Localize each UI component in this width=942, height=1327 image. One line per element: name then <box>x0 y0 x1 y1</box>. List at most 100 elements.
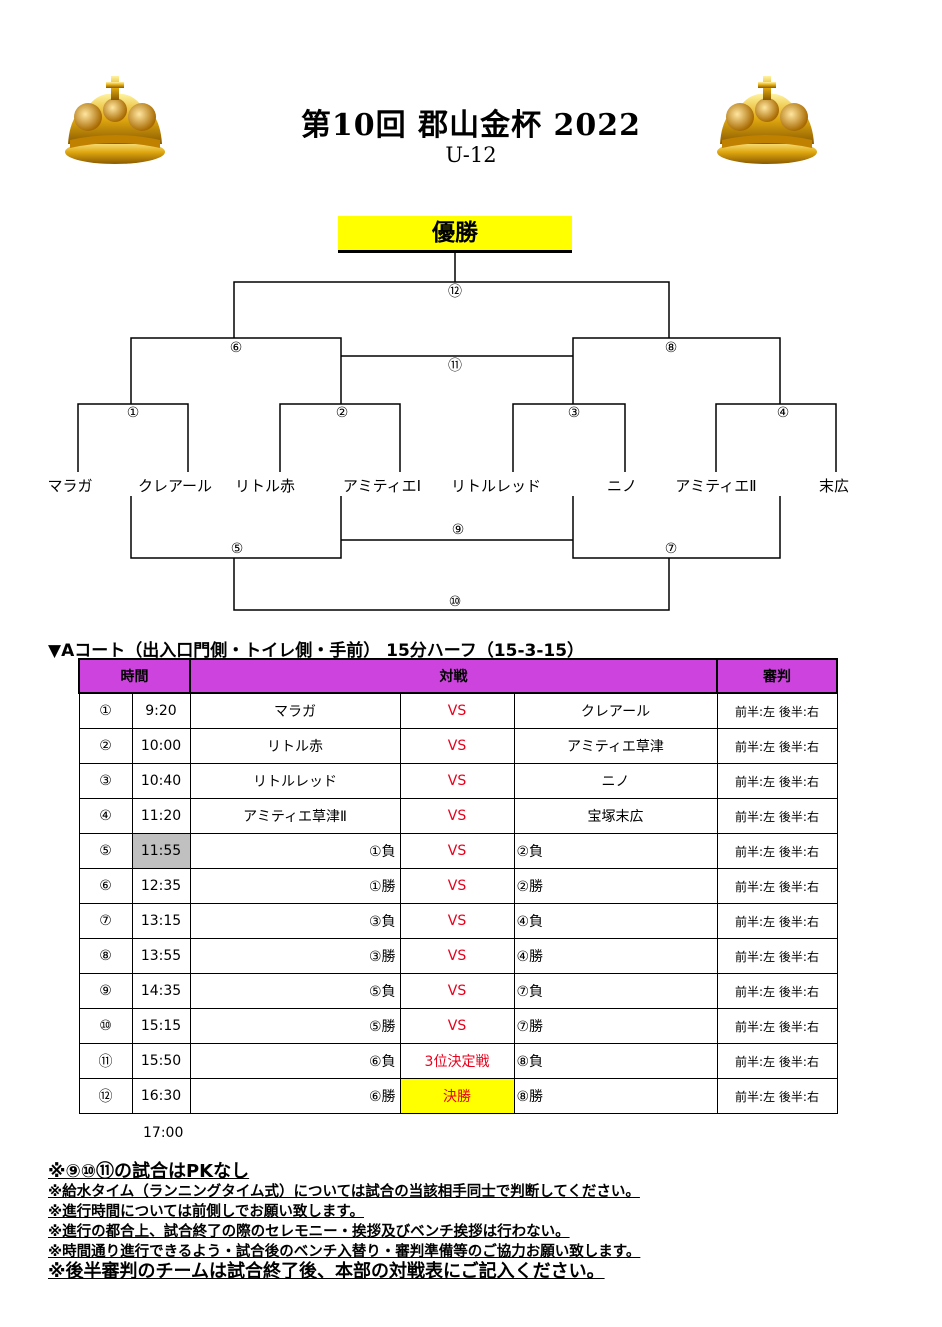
referee-cell: 前半:左 後半:右 <box>716 868 838 904</box>
match-no-cell: ⑥ <box>78 868 133 904</box>
note-line: ※進行時間については前側しでお願い致します。 <box>48 1204 364 1220</box>
match-no-cell: ⑨ <box>78 973 133 1009</box>
time-cell: 10:40 <box>131 763 191 799</box>
time-cell: 15:15 <box>131 1008 191 1044</box>
match-no-cell: ① <box>78 692 133 729</box>
vs-cell: VS <box>399 903 515 939</box>
home-team-cell: リトル赤 <box>189 728 401 764</box>
away-team-cell: ②勝 <box>513 868 718 904</box>
home-team-cell: ①負 <box>189 833 401 869</box>
match-no-cell: ⑪ <box>78 1043 133 1079</box>
away-team-cell: ②負 <box>513 833 718 869</box>
note-line: ※時間通り進行できるよう・試合後のベンチ入替り・審判準備等のご協力お願い致します… <box>48 1244 641 1260</box>
referee-cell: 前半:左 後半:右 <box>716 763 838 799</box>
home-team-cell: ⑥負 <box>189 1043 401 1079</box>
away-team-cell: 宝塚末広 <box>513 798 718 834</box>
match-no-cell: ⑩ <box>78 1008 133 1044</box>
time-cell: 10:00 <box>131 728 191 764</box>
note-line: ※進行の都合上、試合終了の際のセレモニー・挨拶及びベンチ挨拶は行わない。 <box>48 1224 570 1240</box>
match-no-cell: ⑫ <box>78 1078 133 1114</box>
home-team-cell: マラガ <box>189 692 401 729</box>
match-number: ⑨ <box>449 522 467 538</box>
referee-cell: 前半:左 後半:右 <box>716 973 838 1009</box>
team-name: リトル赤 <box>234 477 296 495</box>
away-team-cell: ⑧負 <box>513 1043 718 1079</box>
away-team-cell: ⑧勝 <box>513 1078 718 1114</box>
away-team-cell: ④負 <box>513 903 718 939</box>
match-no-cell: ② <box>78 728 133 764</box>
team-name: クレアール <box>137 477 213 495</box>
referee-cell: 前半:左 後半:右 <box>716 938 838 974</box>
match-number: ⑪ <box>446 358 464 374</box>
note-line: ※⑨⑩⑪の試合はPKなし <box>48 1161 250 1182</box>
page-subtitle: U-12 <box>445 143 497 167</box>
vs-cell: VS <box>399 763 515 799</box>
court-title: ▼Aコート（出入口門側・トイレ側・手前） 15分ハーフ（15-3-15） <box>48 641 585 661</box>
match-no-cell: ④ <box>78 798 133 834</box>
referee-cell: 前半:左 後半:右 <box>716 1008 838 1044</box>
time-cell: 13:15 <box>131 903 191 939</box>
match-no-cell: ⑤ <box>78 833 133 869</box>
home-team-cell: ①勝 <box>189 868 401 904</box>
match-number: ④ <box>774 405 792 421</box>
tournament-bracket <box>77 252 837 611</box>
match-number: ⑤ <box>228 541 246 557</box>
away-team-cell: ⑦勝 <box>513 1008 718 1044</box>
vs-cell: 3位決定戦 <box>399 1043 515 1079</box>
match-number: ⑦ <box>662 541 680 557</box>
vs-cell: VS <box>399 728 515 764</box>
team-name: アミティエⅠ <box>342 477 422 495</box>
note-line: ※給水タイム（ランニングタイム式）については試合の当該相手同士で判断してください… <box>48 1184 640 1200</box>
table-header-row: 時間 対戦 審判 <box>78 658 838 694</box>
vs-cell: VS <box>399 1008 515 1044</box>
home-team-cell: ⑥勝 <box>189 1078 401 1114</box>
team-name: アミティエⅡ <box>675 477 757 495</box>
vs-cell: VS <box>399 868 515 904</box>
home-team-cell: ③負 <box>189 903 401 939</box>
vs-cell: 決勝 <box>399 1078 515 1114</box>
vs-cell: VS <box>399 938 515 974</box>
team-name: 末広 <box>818 477 850 495</box>
champion-label: 優勝 <box>338 216 572 253</box>
team-name: リトルレッド <box>450 477 542 495</box>
note-line: ※後半審判のチームは試合終了後、本部の対戦表にご記入ください。 <box>48 1261 605 1282</box>
match-no-cell: ⑦ <box>78 903 133 939</box>
match-no-cell: ⑧ <box>78 938 133 974</box>
home-team-cell: アミティエ草津Ⅱ <box>189 798 401 834</box>
vs-cell: VS <box>399 798 515 834</box>
time-cell: 12:35 <box>131 868 191 904</box>
away-team-cell: ⑦負 <box>513 973 718 1009</box>
time-cell: 11:55 <box>131 833 191 869</box>
time-cell: 13:55 <box>131 938 191 974</box>
notes: ※⑨⑩⑪の試合はPKなし ※給水タイム（ランニングタイム式）については試合の当該… <box>48 1162 908 1282</box>
away-team-cell: アミティエ草津 <box>513 728 718 764</box>
vs-cell: VS <box>399 692 515 729</box>
time-cell: 14:35 <box>131 973 191 1009</box>
referee-cell: 前半:左 後半:右 <box>716 728 838 764</box>
away-team-cell: クレアール <box>513 692 718 729</box>
home-team-cell: リトルレッド <box>189 763 401 799</box>
away-team-cell: ④勝 <box>513 938 718 974</box>
vs-cell: VS <box>399 833 515 869</box>
header-time: 時間 <box>78 658 191 694</box>
time-cell: 9:20 <box>131 692 191 729</box>
match-number: ⑥ <box>227 340 245 356</box>
crown-icon <box>717 76 817 164</box>
referee-cell: 前半:左 後半:右 <box>716 798 838 834</box>
team-name: ニノ <box>606 477 638 495</box>
match-no-cell: ③ <box>78 763 133 799</box>
time-cell: 15:50 <box>131 1043 191 1079</box>
referee-cell: 前半:左 後半:右 <box>716 692 838 729</box>
header-match: 対戦 <box>189 658 718 694</box>
match-number: ⑫ <box>446 284 464 300</box>
